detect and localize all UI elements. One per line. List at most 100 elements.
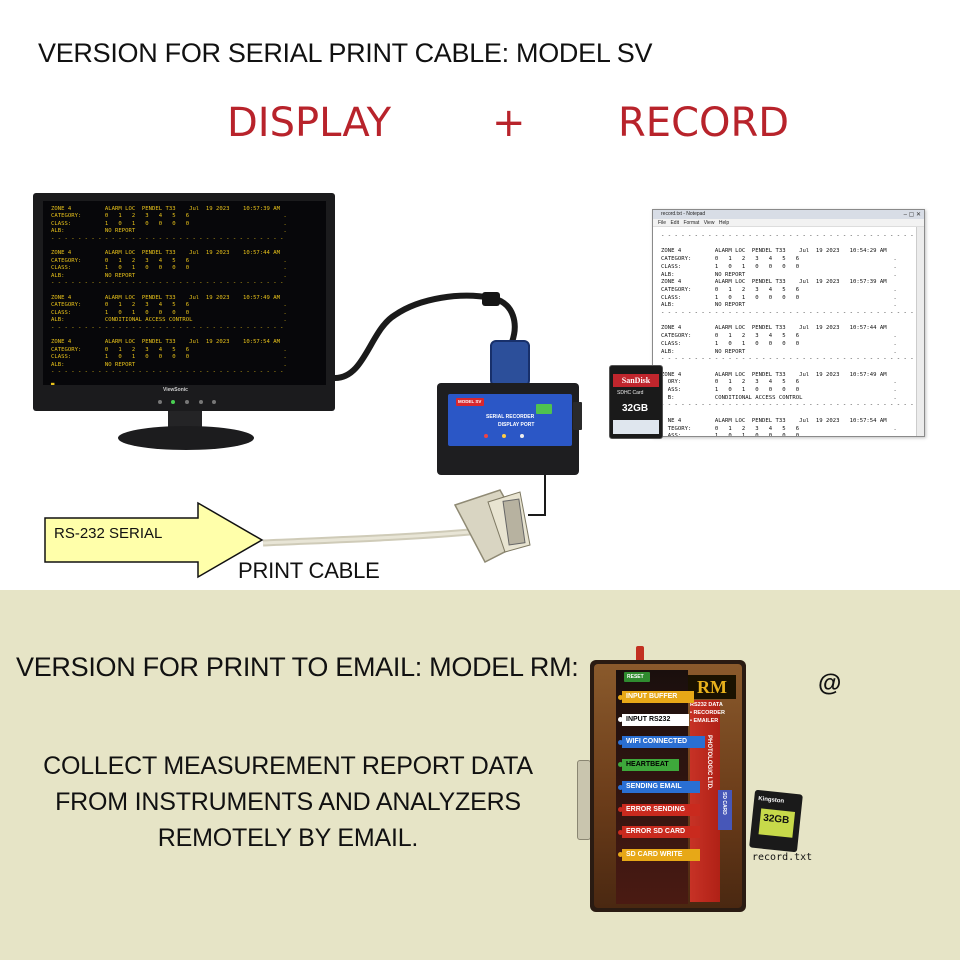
monitor-line [51,376,326,383]
print-cable-label: PRINT CABLE [238,558,380,583]
status-led-icon [618,829,623,835]
sv-device-panel: MODEL SV SERIAL RECORDER DISPLAY PORT [448,394,572,446]
power-led-icon [171,400,175,404]
notepad-line: ALB: NO REPORT . [661,302,897,309]
monitor-text: ZONE 4 ALARM LOC PENDEL T33 Jul 19 2023 … [43,201,326,385]
notepad-scrollbar[interactable] [916,227,924,436]
status-led-icon [618,694,623,700]
notepad-line: ZONE 4 ALARM LOC PENDEL T33 Jul 19 2023 … [661,325,887,332]
rm-section [0,590,960,960]
monitor-line: ALB: NO REPORT . [51,361,287,368]
record-file-label: record.txt [752,852,813,863]
rm-heading: VERSION FOR PRINT TO EMAIL: MODEL RM: [16,652,579,682]
monitor-line: CATEGORY: 0 1 2 3 4 5 6 . [51,302,287,309]
kingston-brand: Kingston [757,796,785,805]
monitor-line: ZONE 4 ALARM LOC PENDEL T33 Jul 19 2023 … [51,339,281,346]
kingston-card: Kingston 32GB [749,789,803,853]
desc-line: COLLECT MEASUREMENT REPORT DATA [43,752,533,780]
reset-button-icon[interactable] [636,646,644,662]
monitor-line [51,243,326,250]
record-label: RECORD [618,100,790,146]
indicator-wifi-connected: WIFI CONNECTED [622,736,705,748]
monitor-brand: ViewSonic [163,387,188,393]
notepad-line: - - - - - - - - - - - - - - - - - - - - … [661,356,914,363]
notepad-text: - - - - - - - - - - - - - - - - - - - - … [653,227,924,437]
status-led-icon [618,784,623,790]
menu-edit[interactable]: Edit [670,220,680,226]
monitor-line: CATEGORY: 0 1 2 3 4 5 6 . [51,257,287,264]
monitor-button [212,400,216,404]
status-led-icon [618,852,623,857]
notepad-line [661,364,924,372]
menu-view[interactable]: View [703,220,715,226]
menu-format[interactable]: Format [683,220,700,226]
notepad-line: TEGORY: 0 1 2 3 4 5 6 . [661,425,897,432]
rm-description: COLLECT MEASUREMENT REPORT DATA FROM INS… [28,748,548,856]
sv-line2: DISPLAY PORT [498,422,535,428]
serial-link-wire [528,475,546,516]
notepad-line: ORY: 0 1 2 3 4 5 6 . [661,379,897,386]
display-label: DISPLAY [227,100,392,146]
rs232-arrow-shape [44,501,264,579]
monitor-line: CATEGORY: 0 1 2 3 4 5 6 . [51,213,287,220]
monitor-line [51,332,326,339]
monitor-line [51,287,326,294]
sv-line1: SERIAL RECORDER [486,414,535,420]
sd-slot [573,402,582,430]
rm-subtitle-2: • RECORDER [690,710,725,716]
indicator-error-sending: ERROR SENDING [622,803,700,816]
menu-help[interactable]: Help [718,220,730,226]
notepad-line: CLASS: 1 0 1 0 0 0 0 . [661,340,897,347]
monitor-line: ALB: NO REPORT . [51,272,287,279]
monitor-line: CLASS: 1 0 1 0 0 0 0 . [51,265,287,272]
notepad-line: CLASS: 1 0 1 0 0 0 0 . [661,263,897,270]
window-controls-icon[interactable]: – ▢ ✕ [903,212,921,218]
monitor-line: ALB: CONDITIONAL ACCESS CONTROL . [51,317,287,324]
menu-file[interactable]: File [658,220,667,226]
at-symbol-icon: @ [818,670,842,697]
notepad-line: CATEGORY: 0 1 2 3 4 5 6 . [661,286,897,293]
status-led-icon [618,807,623,812]
notepad-line: ALB: NO REPORT . [661,348,897,355]
sv-model-label: MODEL SV [458,399,482,404]
indicator-input-rs232: INPUT RS232 [622,713,690,726]
monitor-line: █ [51,384,326,385]
sandisk-label-area [613,420,659,434]
rm-subtitle-1: RS232 DATA [690,702,723,708]
monitor-line: ZONE 4 ALARM LOC PENDEL T33 Jul 19 2023 … [51,206,281,212]
monitor-line: CLASS: 1 0 1 0 0 0 0 . [51,309,287,316]
monitor-line: - - - - - - - - - - - - - - - - - - - - … [51,280,284,287]
sandisk-sub: SDHC Card [617,390,644,396]
notepad-line [661,318,924,326]
indicator-sd-card-write: SD CARD WRITE [622,848,700,861]
monitor-line: ZONE 4 ALARM LOC PENDEL T33 Jul 19 2023 … [51,294,281,301]
monitor-button [158,400,162,404]
rs232-label: RS-232 SERIAL [54,525,163,542]
status-led-icon [618,739,623,745]
notepad-line: - - - - - - - - - - - - - - - - - - - - … [661,233,914,239]
db25-connector [453,489,531,564]
notepad-line: ASS: 1 0 1 0 0 0 0 . [661,433,897,437]
notepad-title: record.txt - Notepad [653,210,924,219]
monitor-line: - - - - - - - - - - - - - - - - - - - - … [51,324,284,331]
monitor-line: ALB: NO REPORT . [51,228,287,235]
desc-line: REMOTELY BY EMAIL. [157,824,419,852]
indicator-error-sd-card: ERROR SD CARD [622,826,700,838]
monitor-line: - - - - - - - - - - - - - - - - - - - - … [51,368,284,375]
monitor-button [185,400,189,404]
notepad-menu: File Edit Format View Help [653,219,924,227]
notepad-line [661,410,924,418]
indicator-heartbeat: HEARTBEAT [622,758,679,771]
desc-line: FROM INSTRUMENTS AND ANALYZERS [55,788,521,816]
notepad-window: record.txt - Notepad – ▢ ✕ File Edit For… [652,209,925,437]
vga-cable [334,292,518,381]
notepad-line: B: CONDITIONAL ACCESS CONTROL . [661,394,897,401]
monitor-line: CATEGORY: 0 1 2 3 4 5 6 . [51,346,287,353]
notepad-line: CLASS: 1 0 1 0 0 0 0 . [661,294,897,301]
monitor-line: CLASS: 1 0 1 0 0 0 0 . [51,220,287,227]
notepad-line: ZONE 4 ALARM LOC PENDEL T33 Jul 19 2023 … [661,248,887,255]
notepad-line: ZONE 4 ALARM LOC PENDEL T33 Jul 19 2023 … [661,279,887,286]
plus-label: + [492,100,526,146]
status-led-icon [618,762,623,767]
sandisk-brand: SanDisk [613,374,659,387]
